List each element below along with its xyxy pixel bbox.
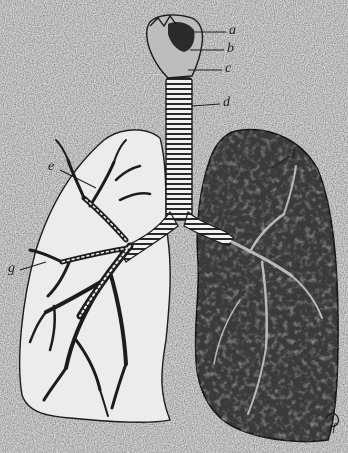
right-lung-texture (196, 130, 338, 442)
label-a: a (229, 24, 236, 38)
label-e: e (48, 160, 54, 174)
corner-mark: ff (329, 420, 336, 434)
label-c: c (225, 62, 231, 76)
label-d: d (223, 96, 230, 110)
trachea (166, 78, 192, 220)
label-f: f (292, 146, 296, 160)
label-g: g (8, 262, 15, 276)
label-b: b (227, 42, 234, 56)
